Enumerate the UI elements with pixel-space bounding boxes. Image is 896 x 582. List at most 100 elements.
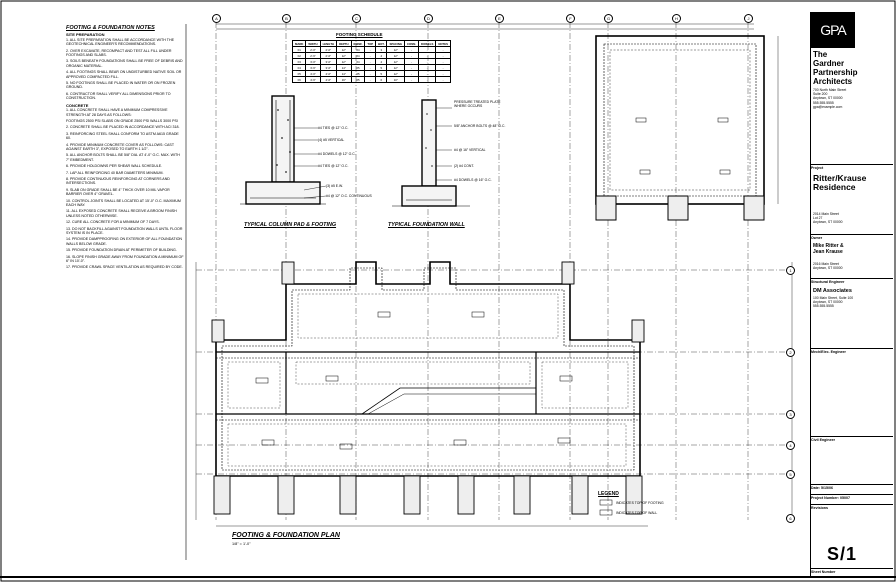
firm-address-line: Anytown, ST 00000 (813, 96, 843, 101)
table-cell: - (404, 76, 420, 83)
column-detail-label: (3) #5 E.W. (326, 184, 343, 188)
firm-address: 700 North Main Street Suite 200 Anytown,… (813, 88, 873, 109)
date-label: Date: 5/15/06 (811, 484, 893, 490)
legend-title: LEGEND (598, 491, 619, 497)
structural-address-line: 100 Main Street, Suite 100 (813, 296, 854, 300)
grid-bubble-6: 6 (786, 514, 795, 523)
table-cell: 4'-6" (305, 76, 321, 83)
note: 10. CONTROL JOINTS SHALL BE LOCATED AT 1… (66, 198, 181, 207)
owner-name-line: Mike Ritter & (813, 243, 844, 249)
structural-name: DM Associates (813, 288, 852, 294)
schedule-title: FOOTING SCHEDULE (336, 32, 383, 37)
legend-symbols (599, 499, 613, 516)
civil-label: Civil Engineer (811, 436, 893, 442)
firm-address-line: 555.555.5555 (813, 100, 834, 105)
note: 14. PROVIDE DAMPPROOFING ON EXTERIOR OF … (66, 237, 183, 246)
project-name-line: Ritter/Krause (813, 173, 867, 183)
table-cell: - (364, 76, 377, 83)
column-detail-label: (4) #5 VERTICAL (318, 138, 345, 142)
wall-detail-label: #4 DOWELS @ 16" O.C. (454, 178, 492, 182)
table-cell: - (435, 76, 451, 83)
column-detail-label: #4 TIES @ 12" O.C. (318, 126, 349, 130)
grid-bubble-5: 5 (786, 470, 795, 479)
column-detail-label: #4 @ 12" O.C. CONTINUOUS (326, 194, 372, 198)
grid-bubble-j: J (744, 14, 753, 23)
note: 15. PROVIDE FOUNDATION DRAIN AT PERIMETE… (66, 248, 177, 253)
note: 11. ALL EXPOSED CONCRETE SHALL RECEIVE A… (66, 209, 177, 218)
grid-bubble-1: 1 (786, 266, 795, 275)
owner-label: Owner (811, 234, 893, 240)
project-number: Project Number: 05007 (811, 494, 893, 500)
note: 13. DO NOT BACKFILL AGAINST FOUNDATION W… (66, 226, 183, 236)
note: 16. SLOPE FINISH GRADE AWAY FROM FOUNDAT… (66, 254, 184, 264)
foundation-plan (195, 261, 793, 527)
firm-address-line: Suite 200 (813, 92, 828, 97)
firm-name: The Gardner Partnership Architects (813, 50, 857, 86)
wall-detail-label: 5/8" ANCHOR BOLTS @ 48" O.C. (454, 124, 506, 128)
title-block: GPA The Gardner Partnership Architects 7… (810, 12, 893, 578)
project-name-line: Residence (813, 182, 856, 192)
table-cell: 4'-6" (319, 76, 338, 83)
firm-name-line: The (813, 50, 828, 59)
firm-name-line: Architects (813, 77, 853, 86)
project-label: Project (811, 164, 893, 170)
wall-detail-label: (2) #4 CONT. (454, 164, 474, 168)
table-header-row: MARK WIDTH LENGTH DEPTH REINF. TOP BOT. … (291, 40, 451, 47)
note: 9. SLAB ON GRADE SHALL BE 4" THICK OVER … (66, 187, 170, 197)
column-detail-label: #4 TIES @ 12" O.C. (318, 164, 349, 168)
foundation-wall-detail (392, 99, 470, 207)
note: 8. PROVIDE CONTINUOUS REINFORCING AT COR… (66, 176, 170, 186)
structural-label: Structural Engineer (811, 278, 893, 284)
note: 6. PROVIDE HOLDOWNS PER SHEAR WALL SCHED… (66, 164, 163, 169)
footing-schedule-table: MARK WIDTH LENGTH DEPTH REINF. TOP BOT. … (291, 40, 451, 83)
wall-detail-label: PRESSURE TREATED PLATE WHERE OCCURS (454, 100, 501, 108)
grid-bubble-h: H (672, 14, 681, 23)
structural-address-line: Anytown, ST 00000 (813, 300, 843, 305)
plan-title: FOOTING & FOUNDATION PLAN (232, 532, 340, 539)
grid-bubble-c: C (352, 14, 361, 23)
grid-bubble-d: D (424, 14, 433, 23)
note: 4. PROVIDE MINIMUM CONCRETE COVER AS FOL… (66, 142, 174, 151)
note: 2. OVER EXCAVATE, RECOMPACT AND TEST ALL… (66, 48, 172, 58)
table-cell: F6 (291, 76, 307, 83)
grid-bubble-2: 2 (786, 348, 795, 357)
owner-name-line: Jean Krause (813, 248, 843, 255)
column-detail-title: TYPICAL COLUMN PAD & FOOTING (244, 222, 337, 228)
structural-address: 100 Main Street, Suite 100 Anytown, ST 0… (813, 296, 853, 309)
legend-item: INDICATES TOP OF FOOTING (616, 501, 664, 505)
owner-address: 2016 Main Street Anytown, ST 00000 (813, 262, 843, 270)
note: 5. ALL ANCHOR BOLTS SHALL BE 5/8" DIA. A… (66, 153, 180, 162)
grid-bubble-e: E (495, 14, 504, 23)
note: 6. CONTRACTOR SHALL VERIFY ALL DIMENSION… (66, 91, 171, 101)
note: 1. ALL CONCRETE SHALL HAVE A MINIMUM COM… (66, 108, 168, 117)
table-cell: #5 (350, 76, 366, 83)
table-cell: 16" (336, 76, 352, 83)
table-cell: - (418, 76, 437, 83)
grid-bubble-b: B (282, 14, 291, 23)
note: 1. ALL SITE PREPARATION SHALL BE ACCORDA… (66, 37, 174, 47)
firm-address-line: 700 North Main Street (813, 88, 847, 92)
project-name: Ritter/Krause Residence (813, 174, 866, 192)
note: 7. LAP ALL REINFORCING 40 BAR DIAMETERS … (66, 170, 164, 175)
grid-bubble-a: A (212, 14, 221, 23)
revisions-label: Revisions (811, 504, 893, 510)
partial-plan (595, 35, 779, 221)
grid-bubble-f: F (566, 14, 575, 23)
note: 2. CONCRETE SHALL BE PLACED IN ACCORDANC… (66, 125, 180, 130)
note: 17. PROVIDE CRAWL SPACE VENTILATION AS R… (66, 265, 183, 270)
column-detail-label: #4 DOWELS @ 12" O.C. (318, 152, 356, 156)
foundation-notes: FOOTING & FOUNDATION NOTES SITE PREPARAT… (66, 25, 184, 272)
structural-address-line: 555.555.5555 (813, 304, 834, 309)
firm-logo: GPA (811, 12, 855, 48)
notes-heading-site: SITE PREPARATION (66, 32, 105, 38)
grid-bubble-3: 3 (786, 410, 795, 419)
table-cell: 10" (386, 76, 406, 83)
note: FOOTINGS 2500 PSI SLABS ON GRADE 2500 PS… (66, 118, 178, 123)
firm-name-line: Gardner (813, 59, 845, 68)
owner-name: Mike Ritter & Jean Krause (813, 243, 844, 255)
wall-detail-label: #4 @ 16" VERTICAL (454, 148, 486, 152)
note: 4. ALL FOOTINGS SHALL BEAR ON UNDISTURBE… (66, 70, 182, 79)
notes-heading-concrete: CONCRETE (66, 102, 89, 108)
